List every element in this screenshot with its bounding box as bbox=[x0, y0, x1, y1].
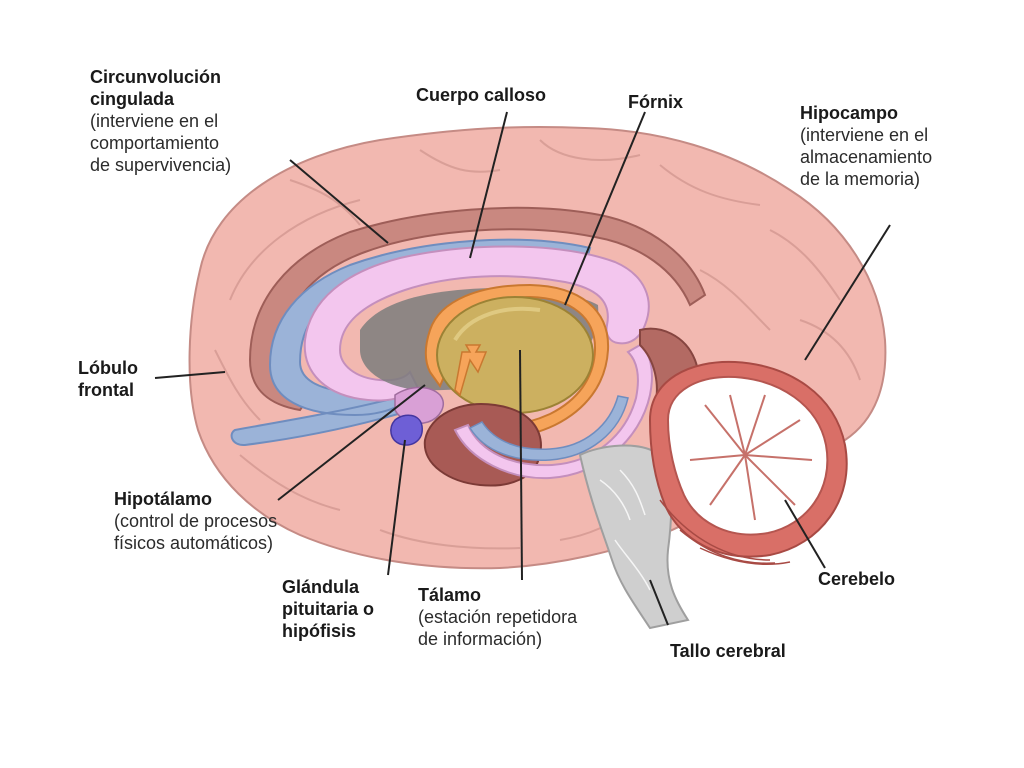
lower-ventricle-blue bbox=[468, 395, 629, 461]
label-pituitary-title-1: Glándula bbox=[282, 577, 360, 597]
label-cingulate-title-2: cingulada bbox=[90, 89, 175, 109]
label-hypothalamus-title: Hipotálamo bbox=[114, 489, 213, 509]
leader-pituitary bbox=[387, 439, 406, 576]
label-cerebellum-title: Cerebelo bbox=[818, 569, 896, 589]
label-frontal-lobe: Lóbulo frontal bbox=[78, 357, 138, 401]
label-hippocampus-desc-3: de la memoria) bbox=[800, 169, 921, 189]
leader-brainstem bbox=[649, 579, 669, 626]
label-hippocampus: Hipocampo (interviene en el almacenamien… bbox=[800, 102, 932, 190]
label-cingulate-desc-1: (interviene en el bbox=[90, 111, 219, 131]
label-thalamus-desc-2: de información) bbox=[418, 629, 543, 649]
label-cingulate-title-1: Circunvolución bbox=[90, 67, 222, 87]
leader-lines bbox=[154, 111, 891, 626]
label-hippocampus-desc-2: almacenamiento bbox=[800, 147, 933, 167]
anterior-commissure-arrow bbox=[454, 344, 488, 397]
brain-stem-texture bbox=[599, 469, 651, 591]
leader-thalamus bbox=[519, 349, 523, 581]
label-hippocampus-desc-1: (interviene en el bbox=[800, 125, 929, 145]
label-thalamus-desc-1: (estación repetidora bbox=[418, 607, 578, 627]
label-cingulate-desc-2: comportamiento bbox=[90, 133, 220, 153]
label-pituitary-title-2: pituitaria o bbox=[282, 599, 375, 619]
label-thalamus-title: Tálamo bbox=[418, 585, 482, 605]
label-thalamus: Tálamo (estación repetidora de informaci… bbox=[418, 584, 577, 650]
leader-cerebellum bbox=[784, 499, 826, 569]
label-fornix: Fórnix bbox=[628, 91, 683, 113]
lower-ventricle-curve bbox=[453, 343, 653, 480]
label-cingulate-desc-3: de supervivencia) bbox=[90, 155, 232, 175]
label-pituitary-title-3: hipófisis bbox=[282, 621, 357, 641]
leader-hypothalamus bbox=[277, 384, 426, 501]
thalamus-highlight bbox=[453, 306, 541, 342]
label-callosum-title: Cuerpo calloso bbox=[416, 85, 547, 105]
leader-callosum bbox=[469, 111, 508, 259]
leader-fornix bbox=[564, 111, 646, 306]
leader-hippocampus bbox=[804, 224, 891, 361]
label-hypothalamus-desc-1: (control de procesos bbox=[114, 511, 278, 531]
label-cerebellum: Cerebelo bbox=[818, 568, 895, 590]
label-fornix-title: Fórnix bbox=[628, 92, 684, 112]
leader-frontal bbox=[154, 371, 226, 379]
label-frontal-title-1: Lóbulo bbox=[78, 358, 138, 378]
label-hippocampus-title: Hipocampo bbox=[800, 103, 899, 123]
leader-cingulate bbox=[289, 159, 389, 244]
label-corpus-callosum: Cuerpo calloso bbox=[416, 84, 546, 106]
label-frontal-title-2: frontal bbox=[78, 380, 134, 400]
label-hypothalamus-desc-2: físicos automáticos) bbox=[114, 533, 274, 553]
cerebellum bbox=[648, 360, 848, 566]
label-cingulate-gyrus: Circunvolución cingulada (interviene en … bbox=[90, 66, 231, 176]
label-brainstem-title: Tallo cerebral bbox=[670, 641, 786, 661]
pituitary-gland bbox=[390, 414, 423, 446]
label-brain-stem: Tallo cerebral bbox=[670, 640, 786, 662]
label-pituitary-gland: Glándula pituitaria o hipófisis bbox=[282, 576, 374, 642]
label-hypothalamus: Hipotálamo (control de procesos físicos … bbox=[114, 488, 277, 554]
